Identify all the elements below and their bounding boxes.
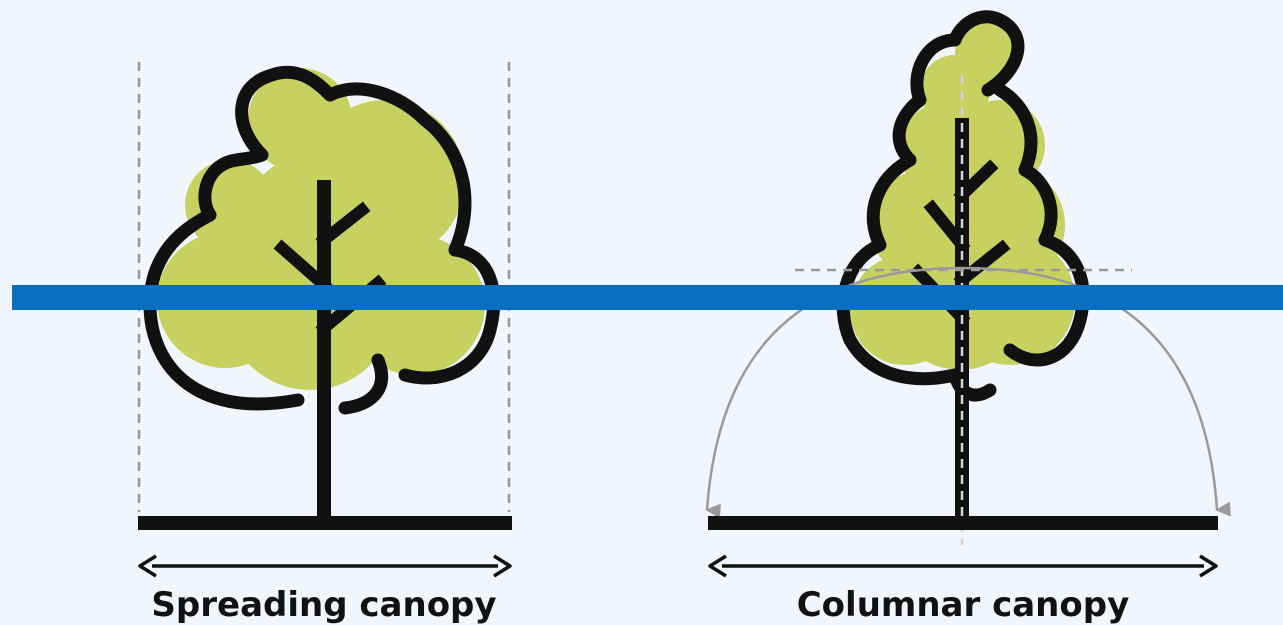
spreading-canopy-label: Spreading canopy: [151, 585, 496, 625]
spreading-canopy-panel: Spreading canopy: [137, 62, 512, 625]
spreading-tree-icon: [143, 65, 501, 518]
columnar-foliage: [850, 22, 1075, 370]
columnar-canopy-panel: Columnar canopy: [705, 10, 1231, 625]
double-arrow-icon: [708, 554, 1218, 578]
columnar-tree-icon: [836, 10, 1090, 545]
columnar-canopy-label: Columnar canopy: [797, 585, 1130, 625]
overlay-bar: [12, 285, 1283, 310]
curved-arrow-icon: [705, 266, 1231, 519]
double-arrow-icon: [138, 554, 512, 578]
